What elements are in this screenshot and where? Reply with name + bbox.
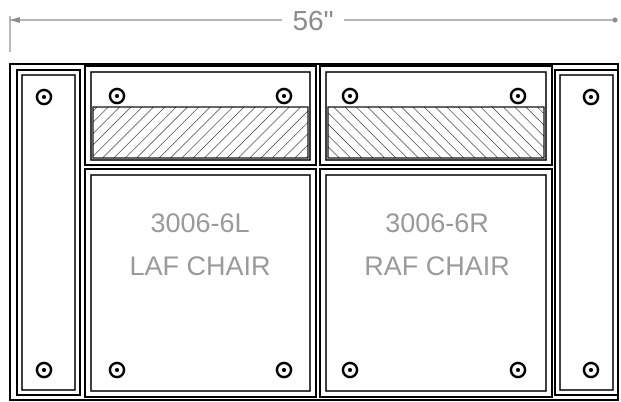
dimension-label: 56" — [292, 5, 333, 36]
right-arm — [554, 69, 619, 396]
dimension-line — [9, 16, 618, 52]
left-chair-name: LAF CHAIR — [129, 251, 270, 281]
bolt-icon — [108, 87, 126, 105]
left-chair-model: 3006-6L — [150, 208, 249, 238]
left-arm — [16, 69, 81, 396]
right-hatch-band — [327, 106, 545, 159]
bolt-icon — [35, 88, 53, 106]
left-hatch-band — [92, 106, 309, 159]
bolt-icon — [582, 88, 600, 106]
bolt-icon — [275, 361, 293, 379]
bolt-icon — [108, 361, 126, 379]
bolt-icon — [275, 87, 293, 105]
right-back-cushion — [319, 65, 553, 166]
right-chair-name: RAF CHAIR — [364, 251, 510, 281]
bolt-icon — [35, 361, 53, 379]
right-chair-model: 3006-6R — [385, 208, 489, 238]
bolt-icon — [582, 361, 600, 379]
left-back-cushion — [84, 65, 317, 166]
bolt-icon — [509, 87, 527, 105]
bolt-icon — [509, 361, 527, 379]
left-seat-cushion — [84, 168, 317, 398]
bolt-icon — [341, 87, 359, 105]
right-seat-cushion — [319, 168, 553, 398]
bolt-icon — [341, 361, 359, 379]
